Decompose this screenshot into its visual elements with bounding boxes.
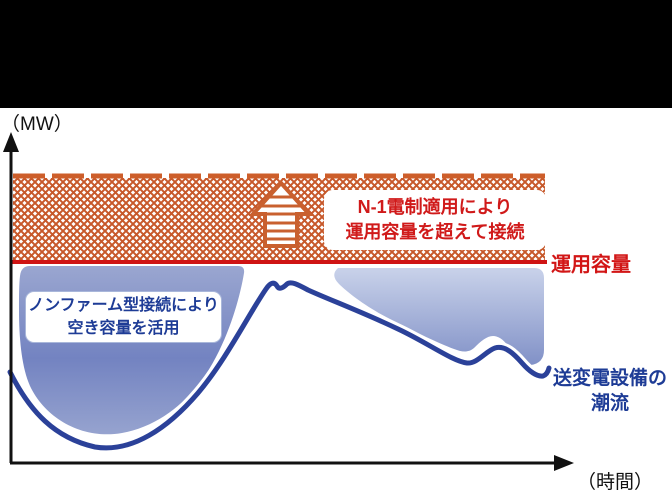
n1-callout-line2: 運用容量を超えて接続 — [345, 222, 525, 242]
up-block-arrow-icon — [248, 180, 314, 248]
flow-curve-label-line2: 潮流 — [590, 393, 629, 414]
nonfirm-callout-line2: 空き容量を活用 — [67, 320, 180, 337]
flow-curve — [7, 280, 552, 451]
n1-callout-box: N-1電制適用により 運用容量を超えて接続 — [324, 190, 546, 250]
x-axis-arrowhead — [554, 455, 574, 471]
y-axis-arrowhead — [3, 132, 19, 152]
capacity-line-label: 運用容量 — [551, 254, 631, 276]
axes — [9, 148, 556, 465]
right-capacity-blob — [334, 268, 544, 366]
n1-callout-line1: N-1電制適用により — [357, 197, 513, 217]
nonfirm-callout-line1: ノンファーム型接続により — [28, 297, 219, 314]
nonfirm-callout-box: ノンファーム型接続により 空き容量を活用 — [25, 291, 222, 343]
y-axis-unit-label: （MW） — [1, 114, 73, 135]
top-black-bar — [0, 0, 672, 108]
flow-curve-label: 送変電設備の 潮流 — [548, 366, 672, 416]
flow-curve-label-line1: 送変電設備の — [552, 368, 667, 389]
x-axis-unit-label: （時間） — [577, 472, 654, 493]
